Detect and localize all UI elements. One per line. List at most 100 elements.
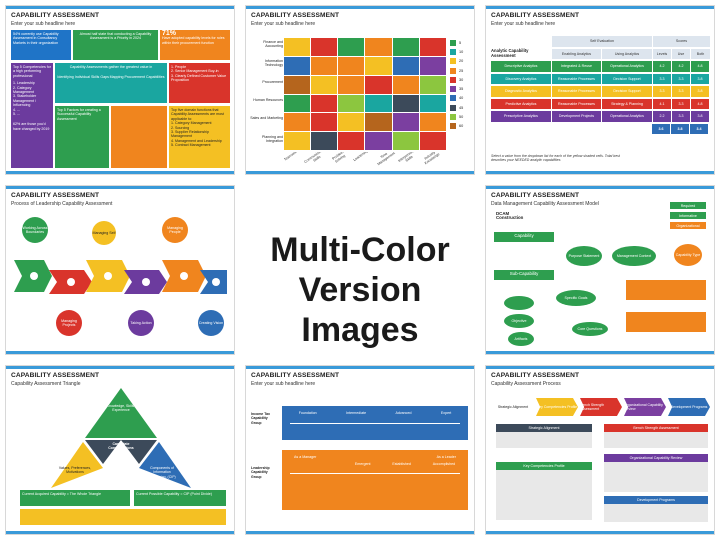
table-note: Select a value from the dropdown list fo… <box>491 154 620 163</box>
triangle-left-label: Values, Preferences, Motivations <box>58 466 92 475</box>
slide-analytics-table[interactable]: CAPABILITY ASSESSMENT Enter your sub hea… <box>485 5 715 175</box>
legend-item: 45 <box>450 103 470 112</box>
heatmap-cell <box>365 75 392 94</box>
table-corner <box>491 49 551 60</box>
slide-infographic[interactable]: CAPABILITY ASSESSMENT Enter your sub hea… <box>5 5 235 175</box>
legend-informative: Informative <box>670 212 706 219</box>
slide-capability-groups[interactable]: CAPABILITY ASSESSMENT Enter your sub hea… <box>245 365 475 535</box>
heatmap-cell <box>311 94 338 113</box>
slide-leadership-process[interactable]: CAPABILITY ASSESSMENT Process of Leaders… <box>5 185 235 355</box>
slide-data-model[interactable]: CAPABILITY ASSESSMENT Data Management Ca… <box>485 185 715 355</box>
legend-swatch <box>450 114 456 121</box>
node-sub-capability: Sub-Capability <box>494 270 554 280</box>
node-core-questions: Core Questions <box>572 322 608 336</box>
table-cell-name: Prescriptive Analytics <box>491 111 551 122</box>
table-cell-score: 4.8 <box>691 61 709 72</box>
slide-title: CAPABILITY ASSESSMENT <box>251 12 340 19</box>
slide-title: CAPABILITY ASSESSMENT <box>491 372 580 379</box>
group-1-step: Expert <box>440 411 452 415</box>
capability-triangle <box>51 388 191 488</box>
heading-line: Multi-Color <box>270 231 450 269</box>
functions-item: 4. Management and Leadership <box>171 138 222 143</box>
legend-swatch <box>450 123 456 130</box>
table-cell-score: 3.8 <box>691 86 709 97</box>
process-box-body <box>496 432 592 448</box>
process-step: Strategic Alignment <box>497 405 529 409</box>
legend-swatch <box>450 39 456 46</box>
slide-heatmap[interactable]: CAPABILITY ASSESSMENT Enter your sub hea… <box>245 5 475 175</box>
table-spacer <box>491 124 651 135</box>
node-purpose: Purpose Statement <box>566 246 602 266</box>
slide-bottom-bar <box>6 351 234 354</box>
heading-line: Version Images <box>298 271 422 349</box>
legend-label: 5 <box>459 40 462 45</box>
heatmap-cell <box>284 94 311 113</box>
group-1-label: Income Tax Capability Group <box>251 412 270 425</box>
process-circle-top: Working Across Boundaries <box>22 217 48 243</box>
slide-bottom-bar <box>246 531 474 534</box>
legend-label: 30 <box>459 77 464 82</box>
heatmap-cell <box>365 56 392 75</box>
heatmap-cell <box>419 56 446 75</box>
heatmap-cell <box>338 38 365 56</box>
top5-item: 1. Leadership <box>13 81 35 86</box>
table-cell-score: 3.8 <box>691 73 709 84</box>
legend-item: 25 <box>450 66 470 75</box>
info-box-orange <box>626 312 706 332</box>
slide-bottom-bar <box>246 171 474 174</box>
gear-icon <box>142 278 150 286</box>
slide-triangle[interactable]: CAPABILITY ASSESSMENT Capability Assessm… <box>5 365 235 535</box>
functions-item: 3. Supplier Relationship Management <box>171 130 209 139</box>
table-cell-score: 3.3 <box>653 86 671 97</box>
heatmap-cell <box>392 38 419 56</box>
table-cell-name: Discovery Analytics <box>491 73 551 84</box>
process-box-body <box>496 470 592 520</box>
heatmap-row-label: Human Resources <box>253 98 283 102</box>
process-step: Bench Strength Assessment <box>580 398 622 416</box>
heatmap-cell <box>392 56 419 75</box>
group-2-line <box>290 472 460 474</box>
legend-item: 40 <box>450 94 470 103</box>
table-cell-score: 3.3 <box>672 98 690 109</box>
slide-assessment-process[interactable]: CAPABILITY ASSESSMENT Capability Assessm… <box>485 365 715 535</box>
functions-heading: Top five domain functions that Capabilit… <box>171 108 224 121</box>
heatmap-cell <box>392 94 419 113</box>
heatmap-cell <box>338 75 365 94</box>
legend-swatch <box>450 95 456 102</box>
group-1-step: Intermediate <box>346 411 367 415</box>
slide-title: CAPABILITY ASSESSMENT <box>251 372 340 379</box>
group-1-panel: Foundation Intermediate Advanced Expert <box>282 406 468 440</box>
process-box-header: Key Competencies Profile <box>496 462 592 470</box>
info-box-orange <box>626 280 706 300</box>
heatmap-cell <box>338 113 365 132</box>
table-total-cell: 3.8 <box>671 123 689 134</box>
group-1-line <box>290 423 460 425</box>
process-step: Key Competencies Profile <box>536 398 578 416</box>
table-cell: Integrated & Reuse <box>552 61 601 72</box>
process-circle-bottom: Managing Projects <box>56 310 82 336</box>
slide-top-bar <box>246 366 474 369</box>
stat-3-text: Have adopted capability levels for roles… <box>162 36 225 45</box>
heatmap-cell <box>311 75 338 94</box>
foot-box-green: Current Acquired Capability = The Whole … <box>20 490 130 506</box>
process-steps: Strategic Alignment Key Competencies Prof… <box>492 392 712 420</box>
slide-title: CAPABILITY ASSESSMENT <box>11 372 100 379</box>
heatmap-cell <box>392 132 419 150</box>
triangle-center <box>121 440 157 464</box>
legend-label: 60 <box>459 124 464 129</box>
legend-label: 45 <box>459 105 464 110</box>
legend-item: 50 <box>450 112 470 121</box>
process-circle-bottom: Taking Action <box>128 310 154 336</box>
slide-top-bar <box>6 366 234 369</box>
slide-subtitle: Capability Assessment Process <box>491 381 561 387</box>
group-2-substep: Established <box>392 462 411 467</box>
table-cell-name: Diagnostic Analytics <box>491 86 551 97</box>
functions-item: 1. Category Management <box>171 121 212 126</box>
